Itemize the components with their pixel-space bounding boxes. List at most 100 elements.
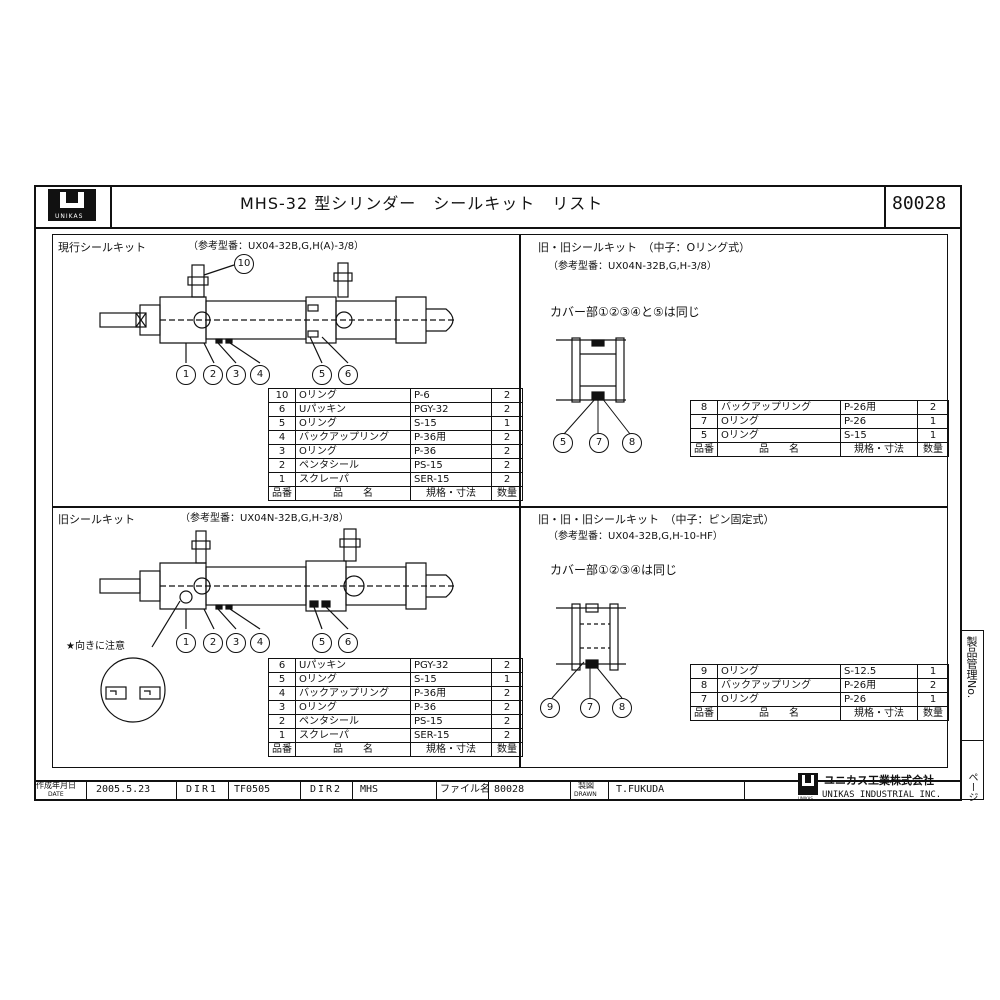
old-kit-orientation-note: ★向きに注意 [66,641,125,652]
table-header-row: 品番品 名規格・寸法数量 [268,742,523,757]
current-callout-5: 5 [312,365,332,385]
logo-text: UNIKAS [55,213,84,220]
older-pin-kit-note: カバー部①②③④は同じ [550,563,678,577]
older-pin-callout-9: 9 [540,698,560,718]
table-header-row: 品番品 名規格・寸法数量 [268,486,523,501]
old-callout-3: 3 [226,633,246,653]
older-pin-kit-title: 旧・旧・旧シールキット （中子：ピン固定式） [538,513,775,526]
current-callout-10: 10 [234,254,254,274]
old-callout-4: 4 [250,633,270,653]
old-callout-1: 1 [176,633,196,653]
old-cylinder-drawing [99,528,456,648]
older-oring-kit-note: カバー部①②③④と⑤は同じ [550,305,700,319]
drawn-label: 製図 [578,781,594,790]
footer-cell-divider [436,781,437,800]
document-title: MHS-32 型シリンダー シールキット リスト [240,194,604,213]
older-oring-leaders [563,397,631,435]
company-logo-mark: UNIKAS [798,796,813,801]
footer-cell-divider [300,781,301,800]
footer-top-line [34,780,962,782]
footer-cell-divider [744,781,745,800]
current-callout-6: 6 [338,365,358,385]
footer-cell-divider [608,781,609,800]
older-oring-core-drawing [556,337,626,403]
company-name-en: UNIKAS INDUSTRIAL INC. [822,790,942,800]
current-callout-4: 4 [250,365,270,385]
older-oring-kit-title: 旧・旧シールキット （中子：Oリング式） [538,241,751,254]
older-oring-callout-7: 7 [589,433,609,453]
old-kit-ref: （参考型番：UX04N-32B,G,H-3/8） [180,513,349,524]
current-kit-ref: （参考型番：UX04-32B,G,H(A)-3/8） [188,241,365,252]
older-oring-kit-ref: （参考型番：UX04N-32B,G,H-3/8） [548,261,717,272]
drawn-label-en: DRAWN [574,791,597,798]
old-kit-title: 旧シールキット [58,513,135,526]
footer-cell-divider [176,781,177,800]
date-label-en: DATE [48,791,64,798]
header-logo-box [34,185,112,227]
older-pin-callout-8: 8 [612,698,632,718]
table-header-row: 品番品 名規格・寸法数量 [690,706,949,721]
side-tab-divider [962,740,984,741]
older-pin-leaders [551,661,623,699]
current-callout-2: 2 [203,365,223,385]
panels-frame [52,234,948,768]
drawn-value: T.FUKUDA [616,784,665,795]
old-callout-2: 2 [203,633,223,653]
old-callout-5: 5 [312,633,332,653]
dir1-label: DIR1 [186,784,219,795]
dir1-value: TF0505 [234,784,271,795]
older-pin-callout-7: 7 [580,698,600,718]
current-kit-title: 現行シールキット [58,241,146,254]
footer-row-line [34,799,744,800]
doc-number: 80028 [892,193,947,214]
logo-u-icon [60,192,84,208]
side-tab [962,630,984,800]
dir2-value: MHS [360,784,379,795]
footer-cell-divider [352,781,353,800]
file-label: ファイル名 [440,784,490,795]
footer-cell-divider [86,781,87,800]
panels-vertical-divider [519,234,521,768]
file-value: 80028 [494,784,525,795]
table-header-row: 品番品 名規格・寸法数量 [690,442,949,457]
drawing-sheet [34,185,962,801]
footer-cell-divider [228,781,229,800]
company-name-jp: ユニカス工業株式会社 [824,774,934,787]
panels-horizontal-divider [52,506,948,508]
header-separator [34,227,962,229]
side-tab-page-label: ページ [966,772,977,802]
company-logo-u-icon [802,775,814,786]
current-callout-3: 3 [226,365,246,385]
current-callout-1: 1 [176,365,196,385]
old-callout-6: 6 [338,633,358,653]
dir2-label: DIR2 [310,784,343,795]
old-seal-detail-drawing [100,657,166,723]
older-oring-callout-5: 5 [553,433,573,453]
footer-cell-divider [570,781,571,800]
date-value: 2005.5.23 [96,784,151,795]
older-oring-callout-8: 8 [622,433,642,453]
doc-number-box [884,185,886,227]
current-cylinder-drawing [99,262,456,364]
